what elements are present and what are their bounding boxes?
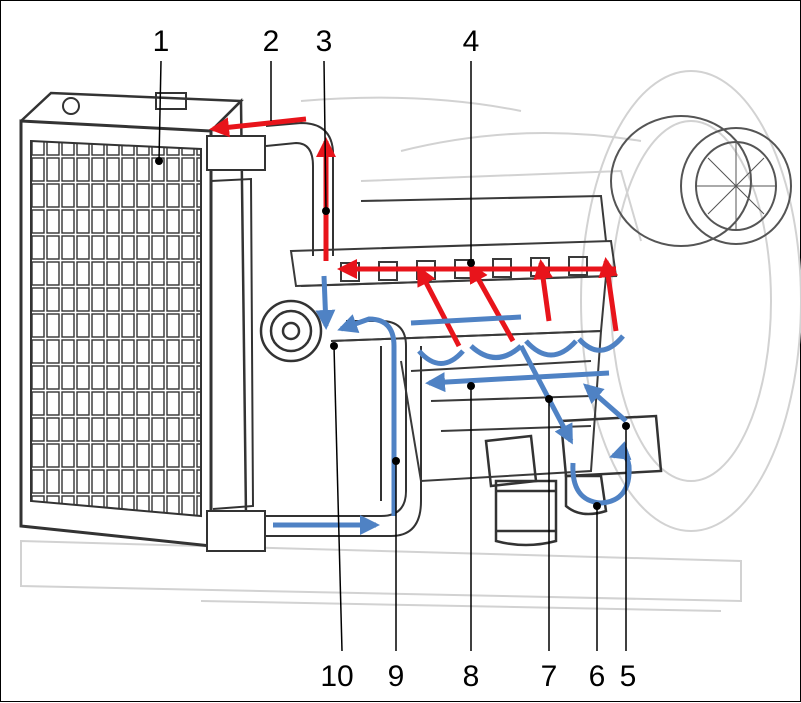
radiator bbox=[19, 91, 266, 552]
callout-1: 1 bbox=[153, 25, 170, 58]
callout-4: 4 bbox=[463, 25, 480, 58]
oil-filter bbox=[484, 434, 558, 547]
leader-lines bbox=[158, 60, 627, 652]
hot-flow-arrow-cyl-2 bbox=[468, 262, 516, 343]
callout-2: 2 bbox=[263, 25, 280, 58]
upper-hose bbox=[265, 121, 334, 256]
hot-flow-arrow-cyl-4 bbox=[598, 257, 619, 332]
air-filter bbox=[610, 115, 792, 247]
hot-flow-arrow-cyl-1 bbox=[416, 265, 462, 348]
cool-flow-pump-loop bbox=[570, 441, 632, 506]
callout-6: 6 bbox=[589, 660, 606, 693]
hot-coolant-flow bbox=[209, 116, 619, 348]
cool-flow-arrow-cross bbox=[425, 370, 610, 393]
callout-3: 3 bbox=[316, 25, 333, 58]
cool-coolant-flow bbox=[273, 275, 632, 535]
callout-7: 7 bbox=[541, 660, 558, 693]
pulley bbox=[259, 299, 323, 363]
cool-flow-arrow-down bbox=[315, 275, 336, 330]
callout-8: 8 bbox=[463, 660, 480, 693]
leader-dots bbox=[155, 157, 630, 510]
cool-flow-arc-3 bbox=[524, 339, 578, 358]
cool-flow-arc-4 bbox=[577, 334, 625, 353]
cool-flow-arrow-pump bbox=[582, 383, 628, 423]
callout-10: 10 bbox=[320, 660, 353, 693]
hot-flow-arrow-top bbox=[209, 116, 307, 138]
lower-hose bbox=[266, 320, 422, 537]
cool-flow-arrow-diag bbox=[518, 344, 574, 445]
callout-9: 9 bbox=[388, 660, 405, 693]
cool-flow-arc-1 bbox=[417, 349, 465, 366]
cool-flow-arc-2 bbox=[469, 344, 523, 360]
cool-flow-arrow-gallery bbox=[410, 314, 522, 326]
hot-flow-arrow-cyl-3 bbox=[533, 259, 554, 322]
cool-flow-arrow-riser bbox=[337, 314, 397, 516]
callout-5: 5 bbox=[620, 660, 637, 693]
